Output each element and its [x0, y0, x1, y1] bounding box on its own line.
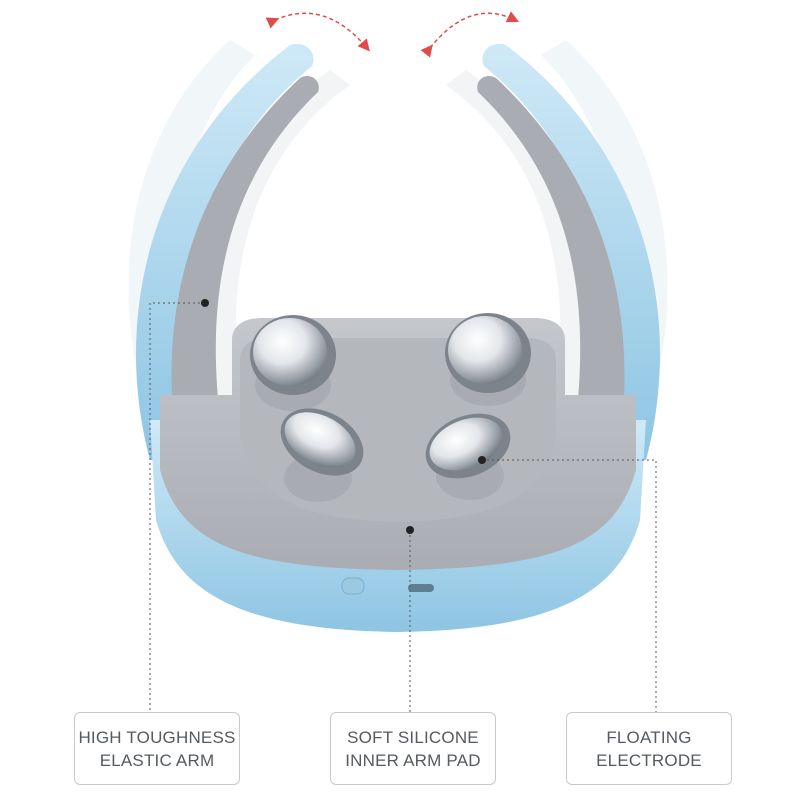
leader-dots: [201, 299, 486, 534]
callout-elastic-arm-text: HIGH TOUGHNESS ELASTIC ARM: [78, 727, 236, 770]
usb-port: [408, 584, 434, 592]
power-button: [341, 577, 365, 595]
callout-floating-electrode: FLOATING ELECTRODE: [566, 712, 732, 785]
callout-inner-arm-pad: SOFT SILICONE INNER ARM PAD: [330, 712, 496, 785]
callout-inner-arm-pad-text: SOFT SILICONE INNER ARM PAD: [345, 727, 481, 770]
electrode-top-left: [250, 315, 336, 395]
motion-arrows: [265, 11, 520, 58]
callout-elastic-arm: HIGH TOUGHNESS ELASTIC ARM: [74, 712, 240, 785]
right-elastic-arm: [477, 43, 660, 461]
electrode-bottom-left: [280, 408, 364, 476]
left-elastic-arm: [136, 43, 319, 461]
leader-lines: [149, 302, 657, 712]
callout-floating-electrode-text: FLOATING ELECTRODE: [596, 727, 702, 770]
electrode-top-right: [445, 313, 531, 393]
